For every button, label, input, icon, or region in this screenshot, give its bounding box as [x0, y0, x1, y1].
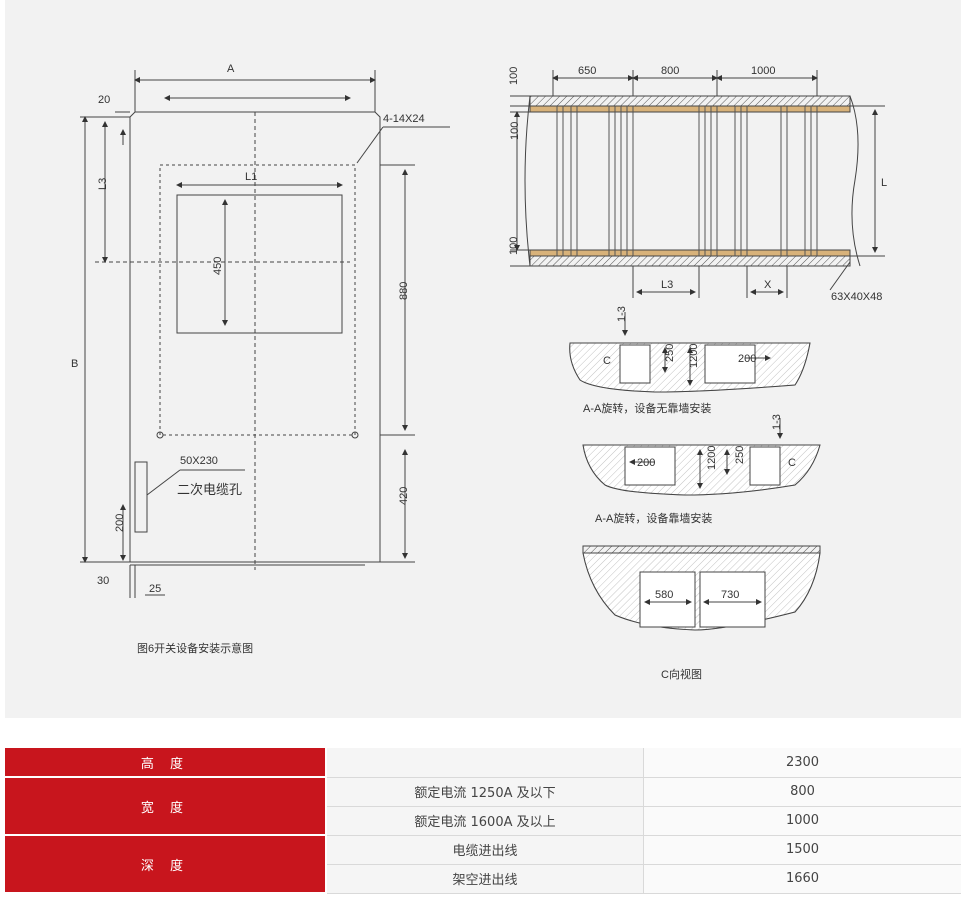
- inspection-window: [176, 194, 343, 334]
- label-cable-hole-size: 50X230: [180, 455, 218, 467]
- label-30: 30: [97, 575, 109, 587]
- label-800: 800: [661, 65, 679, 77]
- cview-labels: 580 730 C向视图: [655, 589, 739, 681]
- c-view: [582, 545, 821, 631]
- label-cable-hole: 二次电缆孔: [177, 482, 242, 497]
- cable-hole: [134, 461, 148, 533]
- front-view: [80, 70, 450, 598]
- label-steel-spec: 63X40X48: [831, 291, 882, 303]
- label-l: L: [881, 177, 887, 189]
- label-1000: 1000: [751, 65, 775, 77]
- cview-label-730: 730: [721, 589, 739, 601]
- steel-leader: [829, 261, 851, 291]
- label-450: 450: [212, 257, 224, 275]
- depth-label: 深 度: [5, 835, 327, 894]
- s1-label-250: 250: [664, 344, 676, 362]
- section2-outline: [582, 444, 821, 496]
- section1-trench-a: [619, 344, 651, 384]
- table-row: 架空进出线 1660: [5, 864, 961, 894]
- spec-table: 高 度 2300 宽 度 额定电流 1250A 及以下 800 额定电流 160…: [5, 748, 961, 894]
- channel-rails: [556, 106, 818, 256]
- mounting-hole-left: [156, 431, 164, 439]
- label-b: B: [71, 358, 78, 370]
- top-beam: [529, 95, 851, 107]
- section-wall-mounted: [582, 418, 821, 496]
- width-r1-value: 800: [643, 777, 961, 807]
- section1-caption: A-A旋转，设备无靠墙安装: [583, 401, 711, 415]
- label-x: X: [764, 279, 772, 291]
- s2-marker: C: [788, 457, 796, 469]
- s1-marker: C: [603, 355, 611, 367]
- label-100-top: 100: [508, 67, 520, 85]
- break-line-right: [849, 95, 861, 267]
- plan-view: [510, 70, 885, 298]
- width-r2-cond: 额定电流 1600A 及以上: [326, 806, 644, 836]
- section2-caption: A-A旋转，设备靠墙安装: [595, 511, 712, 525]
- s2-label-250: 250: [734, 446, 746, 464]
- hole-leader: [356, 126, 384, 164]
- depth-r2-cond: 架空进出线: [326, 864, 644, 894]
- s2-label-1200: 1200: [706, 446, 718, 470]
- front-view-labels: A L1 450 B L3 20 880 420 4-14X24 50X230 …: [71, 63, 425, 655]
- label-880: 880: [398, 282, 410, 300]
- top-steel: [529, 105, 851, 113]
- height-value: 2300: [643, 748, 961, 778]
- label-l3: L3: [97, 178, 109, 190]
- cview-caption: C向视图: [661, 667, 702, 681]
- height-label: 高 度: [5, 748, 327, 778]
- label-650: 650: [578, 65, 596, 77]
- table-row: 额定电流 1600A 及以上 1000: [5, 806, 961, 836]
- mounting-hole-right: [351, 431, 359, 439]
- label-420: 420: [398, 487, 410, 505]
- break-line-left: [524, 95, 531, 267]
- section2-trench-a: [624, 446, 676, 486]
- front-caption: 图6开关设备安装示意图: [137, 641, 253, 655]
- label-a: A: [227, 63, 235, 75]
- section1-labels: 1-3 250 1200 200 C A-A旋转，设备无靠墙安装: [583, 306, 756, 415]
- label-20: 20: [98, 94, 110, 106]
- cview-label-580: 580: [655, 589, 673, 601]
- cview-slab: [582, 545, 821, 554]
- label-l3-plan: L3: [661, 279, 673, 291]
- plan-view-labels: 650 800 1000 100 100 100 L L3 X 63X40X48: [508, 65, 887, 303]
- section1-trench-b: [704, 344, 756, 384]
- table-row: 高 度 2300: [5, 748, 961, 778]
- depth-r1-cond: 电缆进出线: [326, 835, 644, 865]
- section-free-standing: [569, 312, 811, 393]
- width-r1-cond: 额定电流 1250A 及以下: [326, 777, 644, 807]
- label-l1: L1: [245, 171, 257, 183]
- label-100-bottom: 100: [508, 237, 520, 255]
- height-cond: [326, 748, 644, 778]
- table-row: 宽 度 额定电流 1250A 及以下 800: [5, 777, 961, 836]
- s2-label-13: 1-3: [771, 414, 783, 430]
- drawing-panel: A L1 450 B L3 20 880 420 4-14X24 50X230 …: [5, 0, 961, 718]
- table-row: 深 度 电缆进出线 1500: [5, 835, 961, 894]
- label-hole-spec: 4-14X24: [383, 113, 425, 125]
- depth-r1-value: 1500: [643, 835, 961, 865]
- s1-label-13: 1-3: [616, 306, 628, 322]
- s1-label-1200: 1200: [688, 344, 700, 368]
- width-r2-value: 1000: [643, 806, 961, 836]
- installation-drawing: A L1 450 B L3 20 880 420 4-14X24 50X230 …: [71, 63, 887, 681]
- mounting-frame: [159, 164, 356, 436]
- section2-labels: 1-3 250 1200 200 C A-A旋转，设备靠墙安装: [595, 414, 796, 525]
- section2-trench-b: [749, 446, 781, 486]
- width-label: 宽 度: [5, 777, 327, 836]
- depth-r2-value: 1660: [643, 864, 961, 894]
- label-25: 25: [149, 583, 161, 595]
- label-100-mid: 100: [509, 122, 521, 140]
- s1-label-200: 200: [738, 353, 756, 365]
- s2-label-200: 200: [637, 457, 655, 469]
- bottom-beam: [529, 255, 851, 267]
- bottom-steel: [529, 249, 851, 257]
- label-200: 200: [114, 514, 126, 532]
- cable-hole-leader: [146, 469, 181, 496]
